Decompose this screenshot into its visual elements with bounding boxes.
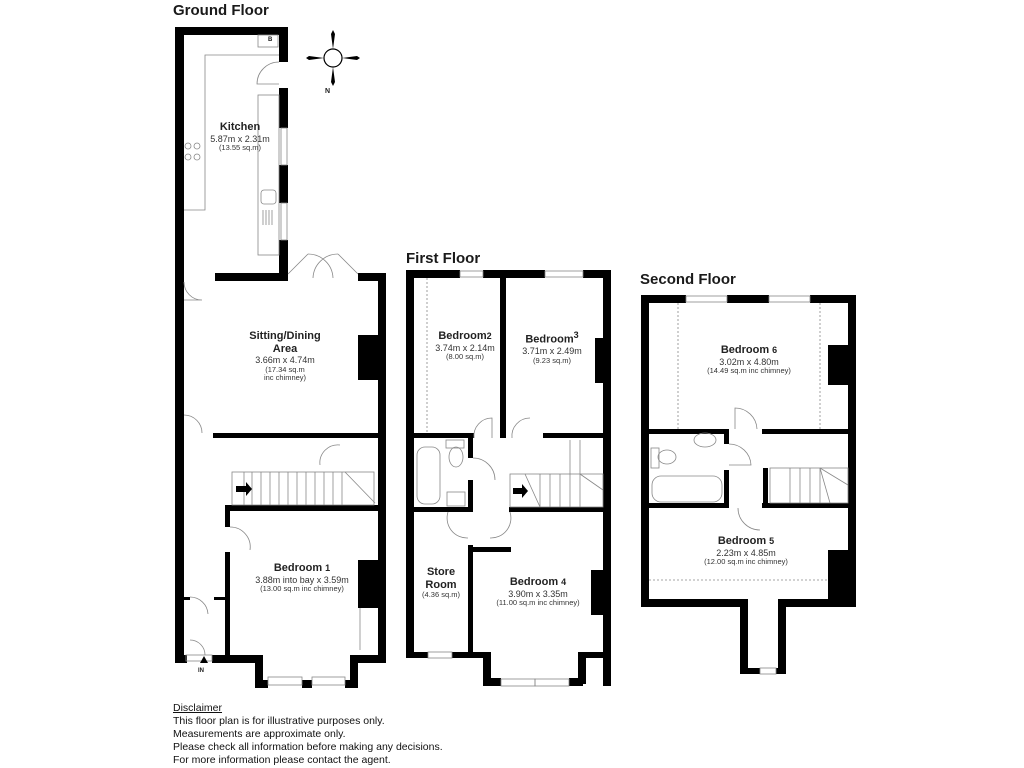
room-bedroom-1: Bedroom 1 3.88m into bay x 3.59m (13.00 … <box>255 562 349 594</box>
disclaimer-line: Please check all information before maki… <box>173 741 443 753</box>
room-area: (13.00 sq.m inc chimney) <box>260 583 344 593</box>
room-dimensions: 5.87m x 2.31m <box>210 133 270 144</box>
room-area: (13.55 sq.m) <box>218 142 262 152</box>
room-name: Store <box>426 566 456 578</box>
room-dimensions: 2.23m x 4.85m <box>716 547 776 558</box>
room-dimensions: 3.66m x 4.74m <box>255 355 315 366</box>
room-dimensions: 3.90m x 3.35m <box>508 588 568 599</box>
room-area: (4.36 sq.m) <box>422 590 460 600</box>
ground-floor-title: Ground Floor <box>173 2 269 19</box>
first-floor-fixtures <box>416 270 604 687</box>
ground-floor-walls <box>175 27 386 688</box>
disclaimer-line: For more information please contact the … <box>173 754 391 766</box>
second-floor-fixtures <box>649 295 849 675</box>
first-floor-title: First Floor <box>406 250 481 267</box>
room-area: (14.49 sq.m inc chimney) <box>707 365 791 375</box>
room-bedroom-3: Bedroom3 3.71m x 2.49m (9.23 sq.m) <box>522 330 582 365</box>
room-area: (9.23 sq.m) <box>533 355 571 365</box>
room-area: (17.34 sq.m <box>265 364 305 374</box>
second-floor-title: Second Floor <box>640 271 736 288</box>
room-area: (12.00 sq.m inc chimney) <box>704 556 788 566</box>
first-floor-walls <box>406 270 611 686</box>
room-name: Bedroom3 <box>525 330 579 346</box>
second-floor-walls <box>641 295 856 674</box>
room-dimensions: 3.02m x 4.80m <box>719 356 779 367</box>
room-name: Bedroom 1 <box>273 562 331 574</box>
room-dimensions: 3.74m x 2.14m <box>435 342 495 353</box>
room-name: Sitting/Dining <box>249 330 321 342</box>
stair-arrow-ground <box>236 482 252 496</box>
room-name: Bedroom2 <box>438 330 492 342</box>
disclaimer: Disclaimer This floor plan is for illust… <box>173 702 443 767</box>
compass-icon <box>306 30 360 86</box>
room-name: Bedroom 4 <box>509 576 567 588</box>
disclaimer-line: Measurements are approximate only. <box>173 728 346 740</box>
room-store-room: Store Room (4.36 sq.m) <box>422 566 460 600</box>
disclaimer-line: This floor plan is for illustrative purp… <box>173 715 385 727</box>
room-area: (11.00 sq.m inc chimney) <box>496 597 580 607</box>
room-name: Kitchen <box>219 121 261 133</box>
room-area-line2: inc chimney) <box>263 373 307 383</box>
room-name-line2: Area <box>272 342 298 355</box>
ground-floor-fixtures <box>183 34 376 686</box>
boiler-label: B <box>268 37 273 43</box>
room-dimensions: 3.88m into bay x 3.59m <box>255 574 349 585</box>
entrance-arrow <box>200 656 208 663</box>
room-area: (8.00 sq.m) <box>446 351 484 361</box>
room-sitting-dining: Sitting/Dining Area 3.66m x 4.74m (17.34… <box>249 330 320 383</box>
room-bedroom-5: Bedroom 5 2.23m x 4.85m (12.00 sq.m inc … <box>704 535 788 567</box>
room-name: Bedroom 5 <box>717 535 775 547</box>
room-bedroom-6: Bedroom 6 3.02m x 4.80m (14.49 sq.m inc … <box>707 344 791 376</box>
room-name-line2: Room <box>425 578 457 591</box>
room-dimensions: 3.71m x 2.49m <box>522 346 582 357</box>
disclaimer-heading: Disclaimer <box>173 702 223 714</box>
room-bedroom-2: Bedroom2 3.74m x 2.14m (8.00 sq.m) <box>435 330 495 362</box>
stair-arrow-first <box>513 484 528 498</box>
entrance-label: IN <box>198 668 204 674</box>
compass-north-label: N <box>325 88 331 95</box>
room-name: Bedroom 6 <box>720 344 778 356</box>
room-kitchen: Kitchen 5.87m x 2.31m (13.55 sq.m) <box>210 121 270 153</box>
room-bedroom-4: Bedroom 4 3.90m x 3.35m (11.00 sq.m inc … <box>496 576 579 608</box>
